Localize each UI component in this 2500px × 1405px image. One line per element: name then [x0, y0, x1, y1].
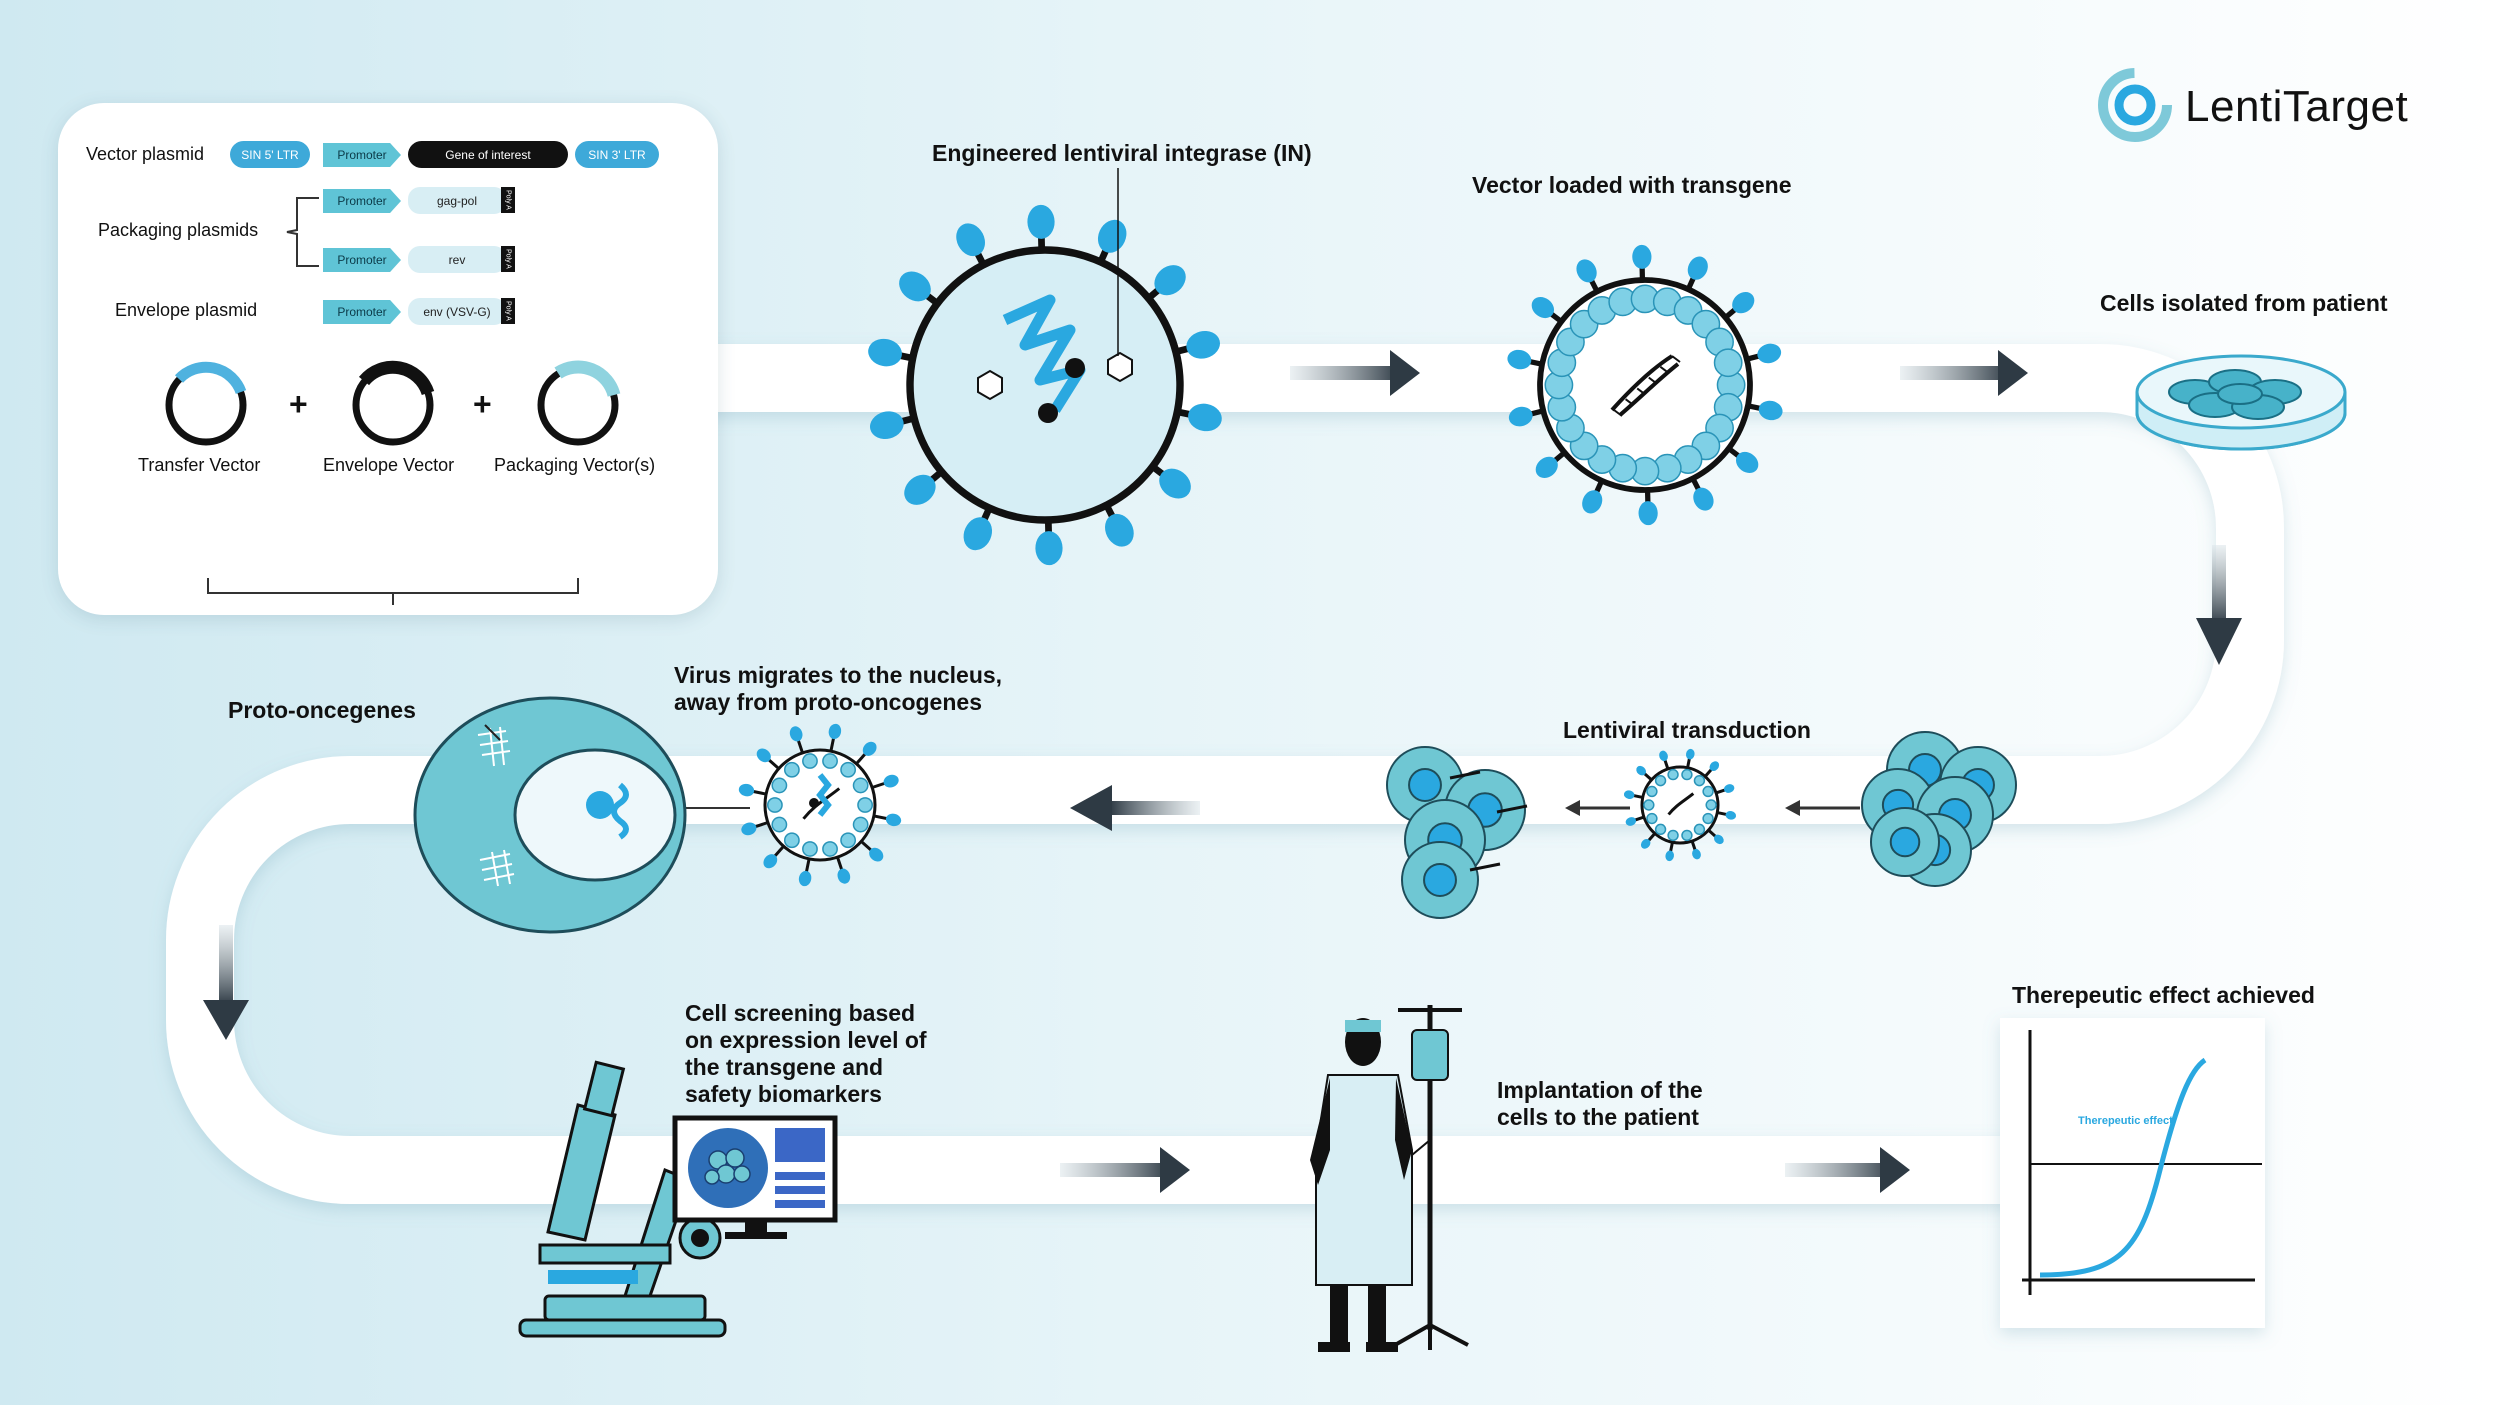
therapeutic-label: Therepeutic effect achieved [2012, 982, 2315, 1008]
transfer-vector-icon [165, 361, 247, 446]
migrating-virus-icon [738, 723, 902, 887]
arrow-right-1 [1290, 350, 1420, 396]
cell-cluster-icon [1861, 731, 2017, 887]
iv-stand-icon [1394, 1005, 1469, 1350]
bracket-icon [286, 197, 319, 267]
host-cell-icon [413, 696, 687, 934]
loaded-vector-icon [1507, 244, 1783, 526]
promoter-tag: Promoter [323, 189, 401, 213]
plus-sign: + [289, 386, 308, 422]
pathway-road [166, 344, 2284, 1204]
gene-of-interest-tag: Gene of interest [408, 141, 568, 168]
arrow-left-1 [1070, 785, 1200, 831]
migrates-label-line2: away from proto-oncogenes [674, 689, 982, 715]
polya-tag: Poly A [501, 298, 515, 324]
integrase-label: Engineered lentiviral integrase (IN) [932, 140, 1312, 166]
promoter-tag: Promoter [323, 248, 401, 272]
graph-effect-label: Therepeutic effect [2078, 1115, 2173, 1127]
combine-bracket [207, 578, 579, 605]
monitor-icon [672, 1115, 838, 1239]
rev-tag: rev [408, 246, 506, 273]
transduced-cells-icon [1386, 746, 1528, 919]
logo-icon [2098, 68, 2172, 142]
effect-curve [2039, 1057, 2207, 1278]
small-vector-icon [1623, 748, 1737, 862]
envelope-plasmid-label: Envelope plasmid [115, 300, 258, 320]
envelope-vector-label: Envelope Vector [323, 455, 455, 475]
implant-label-line2: cells to the patient [1497, 1104, 1699, 1130]
implant-label-line1: Implantation of the [1497, 1077, 1703, 1103]
transduction-label: Lentiviral transduction [1563, 717, 1811, 743]
arrow-right-2 [1900, 350, 2028, 396]
plus-sign: + [473, 386, 492, 422]
screening-label-line2: on expression level of [685, 1027, 927, 1053]
brand-name: LentiTarget [2185, 82, 2409, 131]
gagpol-tag: gag-pol [408, 187, 506, 214]
engineered-virus-icon [868, 168, 1222, 566]
polya-tag: Poly A [501, 187, 515, 213]
patient-icon [1310, 1018, 1413, 1352]
env-tag: env (VSV-G) [408, 298, 506, 325]
screening-label-line1: Cell screening based [685, 1000, 916, 1026]
screening-label-line3: the transgene and [685, 1054, 884, 1080]
promoter-tag: Promoter [323, 143, 401, 167]
therapeutic-graph [2000, 1018, 2265, 1328]
sin5-ltr-tag: SIN 5' LTR [230, 141, 310, 168]
migrates-label-line1: Virus migrates to the nucleus, [674, 662, 1003, 688]
vector-plasmid-label: Vector plasmid [86, 144, 205, 164]
polya-tag: Poly A [501, 246, 515, 272]
transfer-vector-label: Transfer Vector [138, 455, 261, 475]
envelope-vector-icon [352, 360, 435, 446]
packaging-plasmids-label: Packaging plasmids [98, 220, 259, 240]
arrow-down-1 [2196, 545, 2242, 665]
microscope-icon [518, 1060, 727, 1338]
flow-arrows [203, 350, 2242, 1193]
vector-rings [165, 360, 621, 605]
loaded-vector-label: Vector loaded with transgene [1472, 172, 1792, 198]
cells-isolated-label: Cells isolated from patient [2100, 290, 2388, 316]
packaging-vector-icon [537, 360, 621, 446]
small-arrow-1 [1785, 800, 1860, 816]
promoter-tag: Promoter [323, 300, 401, 324]
screening-label-line4: safety biomarkers [685, 1081, 882, 1107]
proto-oncogenes-label: Proto-oncegenes [228, 697, 416, 723]
arrow-down-2 [203, 925, 249, 1040]
arrow-right-4 [1785, 1147, 1910, 1193]
packaging-vectors-label: Packaging Vector(s) [494, 455, 656, 475]
petri-dish-icon [2135, 354, 2347, 451]
small-arrow-2 [1565, 800, 1630, 816]
arrow-right-3 [1060, 1147, 1190, 1193]
plasmid-panel: Vector plasmid SIN 5' LTR Promoter Gene … [58, 103, 718, 615]
sin3-ltr-tag: SIN 3' LTR [575, 141, 659, 168]
